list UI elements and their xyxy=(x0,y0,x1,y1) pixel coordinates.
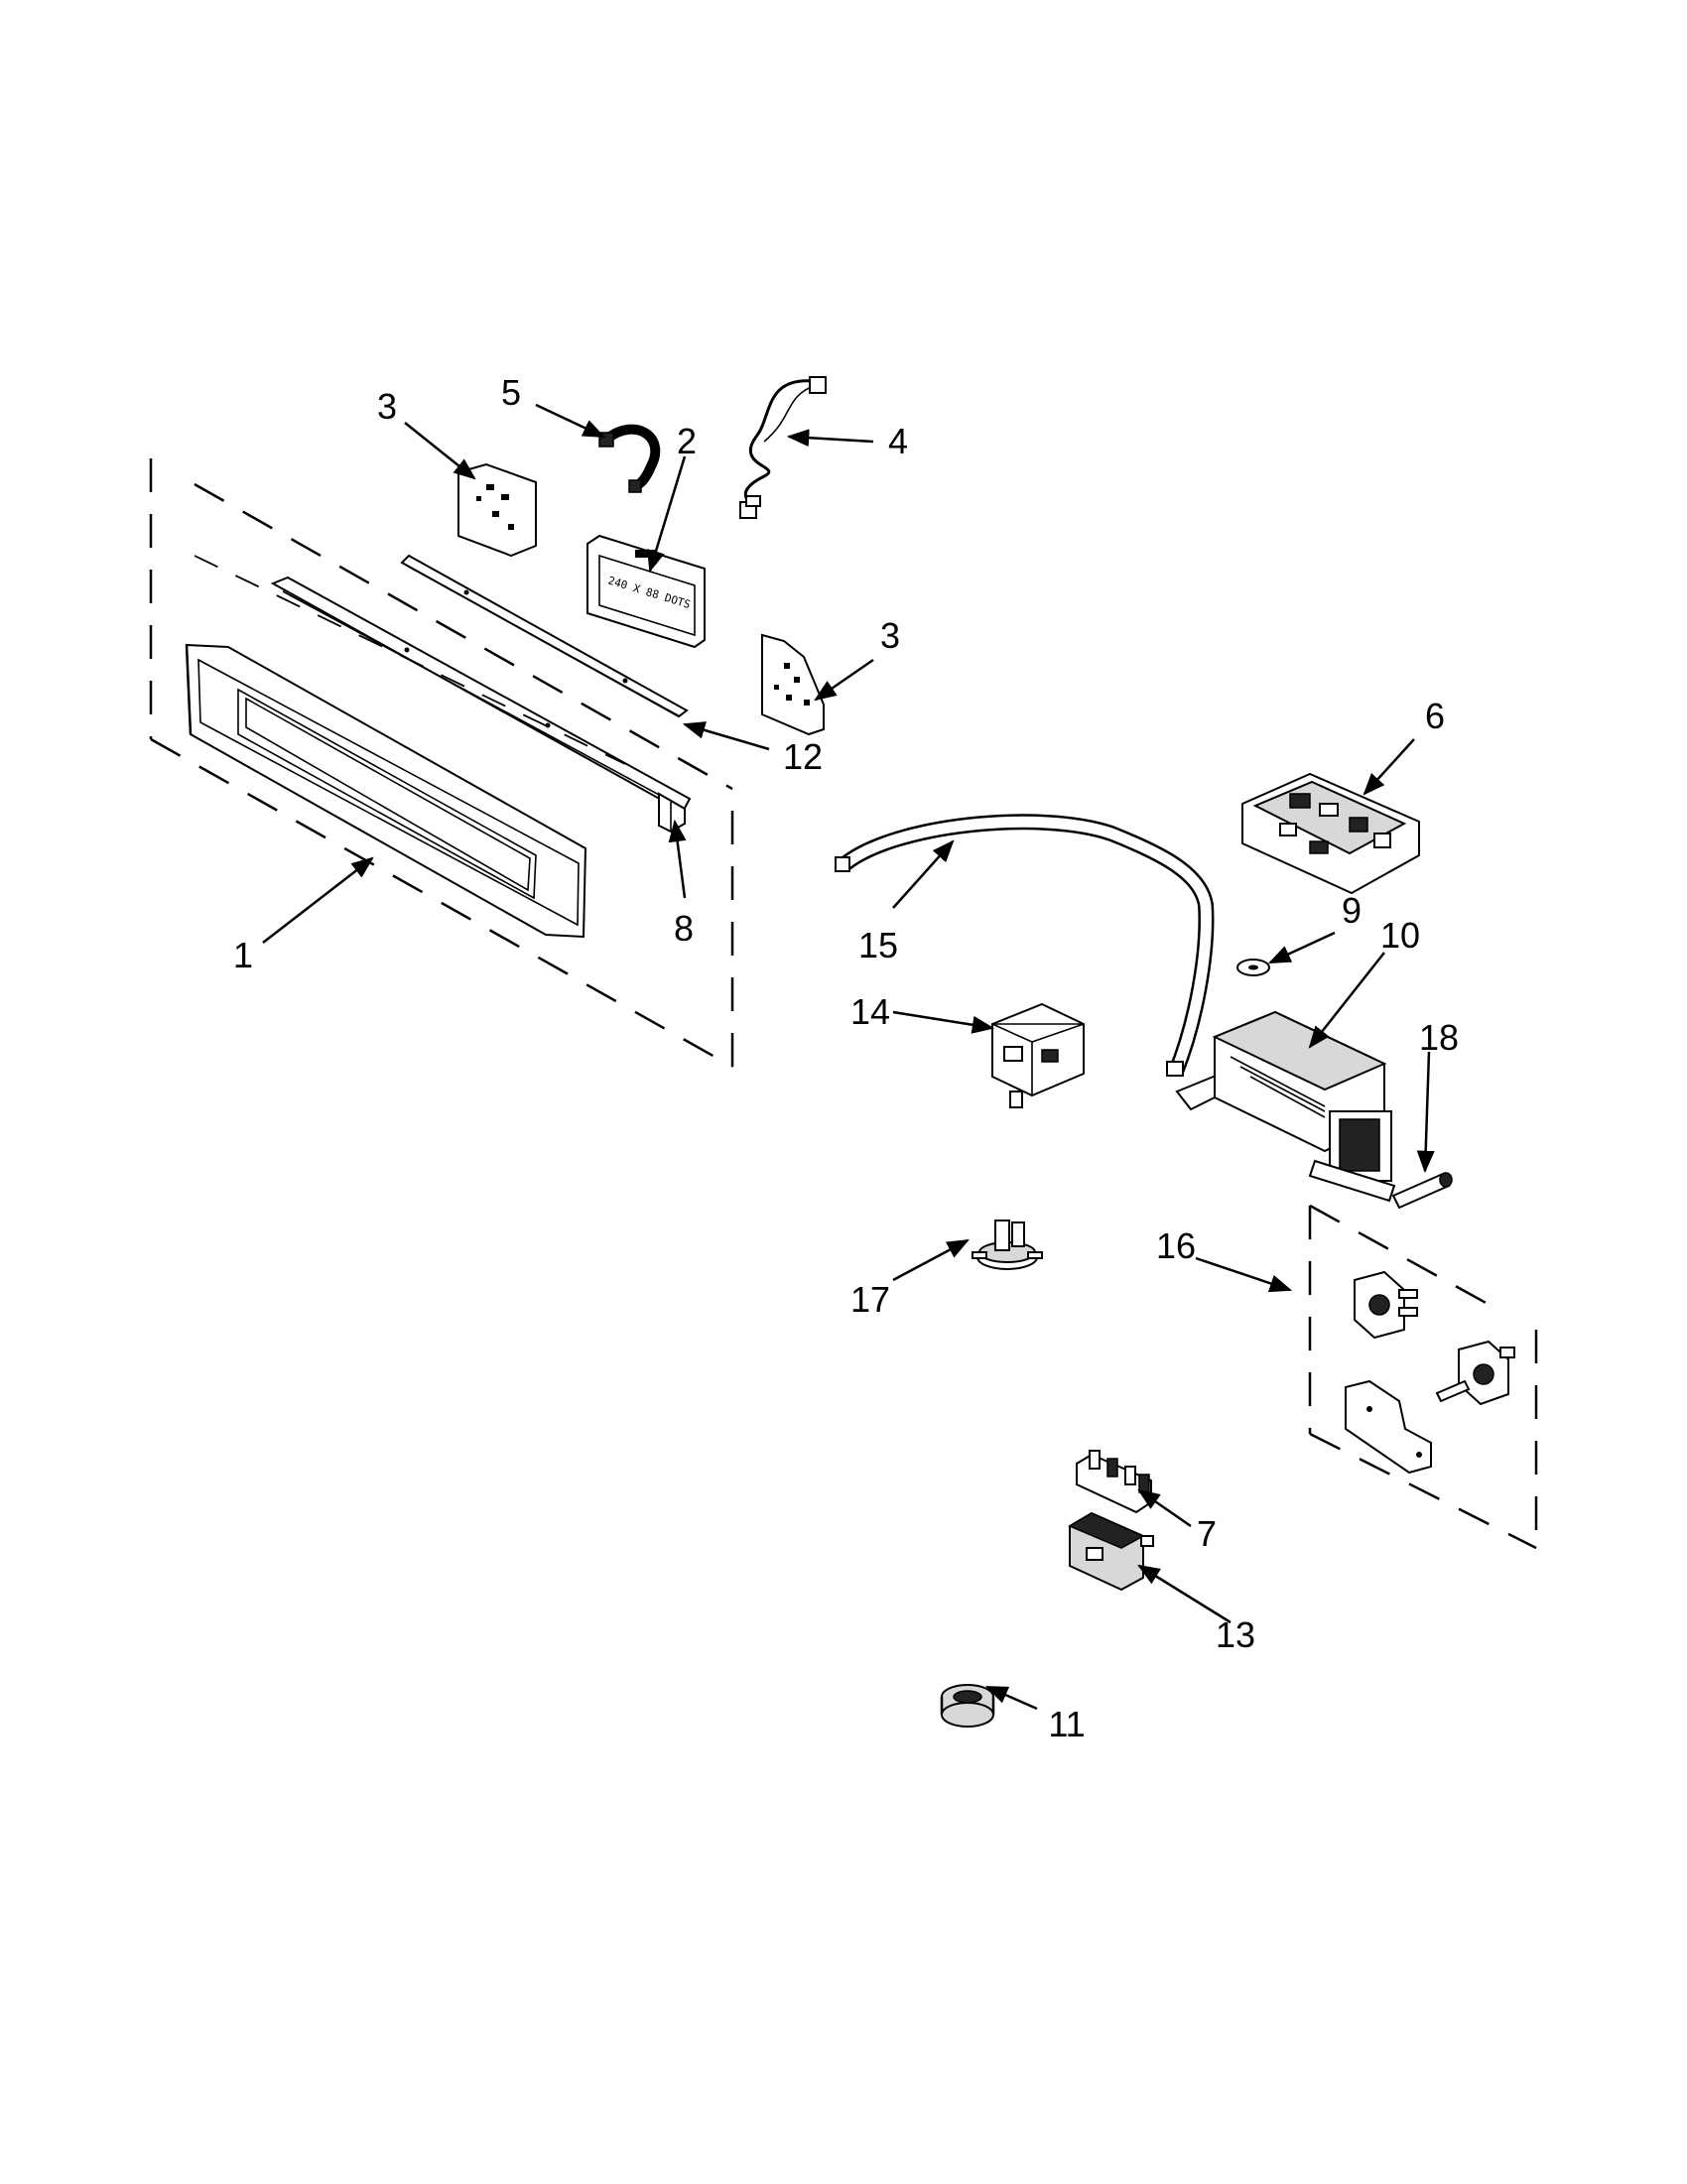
label-3a: 3 xyxy=(377,386,397,427)
bracket-plate-part xyxy=(1345,1379,1432,1475)
label-15: 15 xyxy=(858,925,898,965)
label-1: 1 xyxy=(233,935,253,975)
label-10: 10 xyxy=(1380,915,1420,956)
label-18: 18 xyxy=(1419,1017,1459,1058)
pin-part xyxy=(1391,1172,1453,1210)
switch-a-part xyxy=(1354,1270,1418,1340)
bracket-strip-part xyxy=(400,554,689,718)
label-3b: 3 xyxy=(880,615,900,656)
label-13: 13 xyxy=(1216,1614,1255,1655)
fan-motor-part xyxy=(1175,1010,1396,1203)
cable-part xyxy=(598,424,661,493)
part-labels: 1 2 3 3 4 5 6 7 8 9 10 11 12 13 14 15 16… xyxy=(233,372,1459,1744)
label-2: 2 xyxy=(677,421,697,461)
label-11: 11 xyxy=(1048,1704,1085,1744)
gasket-strip-part xyxy=(835,814,1215,1077)
label-9: 9 xyxy=(1342,890,1362,931)
display-board-part: 240 X 88 DOTS xyxy=(586,534,706,649)
label-17: 17 xyxy=(850,1279,890,1320)
label-4: 4 xyxy=(888,421,908,461)
thermostat-part xyxy=(972,1220,1043,1270)
bushing-part xyxy=(940,1684,995,1728)
leader-lines xyxy=(262,403,1435,1711)
circuit-plate-part-upper xyxy=(457,462,537,558)
switch-b-part xyxy=(1435,1340,1515,1406)
label-8: 8 xyxy=(674,908,694,949)
door-switch-part xyxy=(1068,1511,1154,1592)
switch-kit-group xyxy=(1308,1204,1538,1550)
label-6: 6 xyxy=(1425,696,1445,736)
terminal-block-part xyxy=(1076,1450,1152,1514)
relay-board-part xyxy=(1241,772,1420,895)
washer-part xyxy=(1236,959,1270,976)
label-16: 16 xyxy=(1156,1225,1196,1266)
label-5: 5 xyxy=(501,372,521,413)
label-12: 12 xyxy=(783,736,823,777)
terminal-box-part xyxy=(991,1002,1085,1108)
label-7: 7 xyxy=(1197,1513,1217,1554)
wire-harness-part xyxy=(739,376,827,519)
control-panel-part xyxy=(185,643,587,939)
circuit-plate-part-lower xyxy=(761,633,825,736)
label-14: 14 xyxy=(850,991,890,1032)
trim-strip-part xyxy=(270,576,692,814)
